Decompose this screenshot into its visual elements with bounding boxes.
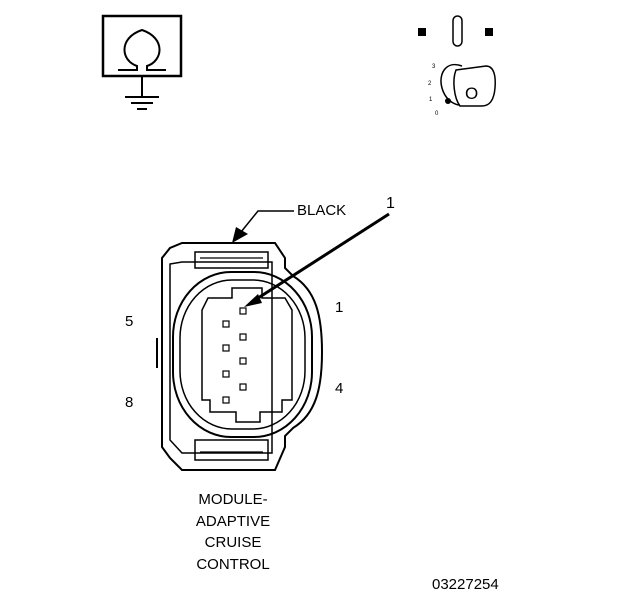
ignition-position-1: 1 [429,97,433,103]
pin-cavity [239,383,247,391]
pin-label-bottom-left: 8 [125,394,134,411]
pin-cavity [239,333,247,341]
pin-cavity [239,357,247,365]
component-name-line: CRUISE [204,534,262,551]
component-name-line: CONTROL [196,555,270,573]
component-name: MODULE- ADAPTIVE CRUISE CONTROL [168,489,298,575]
connector-outline [156,242,324,471]
figure-number: 03227254 [432,576,499,593]
pin-cavity [222,344,230,352]
component-name-line: ADAPTIVE [195,512,271,530]
ignition-position-0: 0 [435,111,439,117]
component-name-line: MODULE- [198,491,268,508]
pin-cavity [222,396,230,404]
pin-label-top-left: 5 [125,313,134,330]
callout-number: 1 [386,195,395,212]
pin-cavity [239,307,247,315]
ignition-key-letter: O [465,84,478,103]
ignition-position-3: 3 [432,64,436,70]
ignition-position-2: 2 [428,81,432,87]
pin-cavity [222,320,230,328]
wire-color-leader [232,210,294,243]
pin-cavity [222,370,230,378]
pin-cavities [222,307,247,404]
ground-symbol-icon [101,14,183,110]
pin-label-bottom-right: 4 [335,380,344,397]
callout-arrow [244,212,390,307]
ignition-switch-icon: 3 2 1 0 O [418,15,496,117]
pin-label-top-right: 1 [335,299,344,316]
wire-color-label: BLACK [297,202,347,219]
